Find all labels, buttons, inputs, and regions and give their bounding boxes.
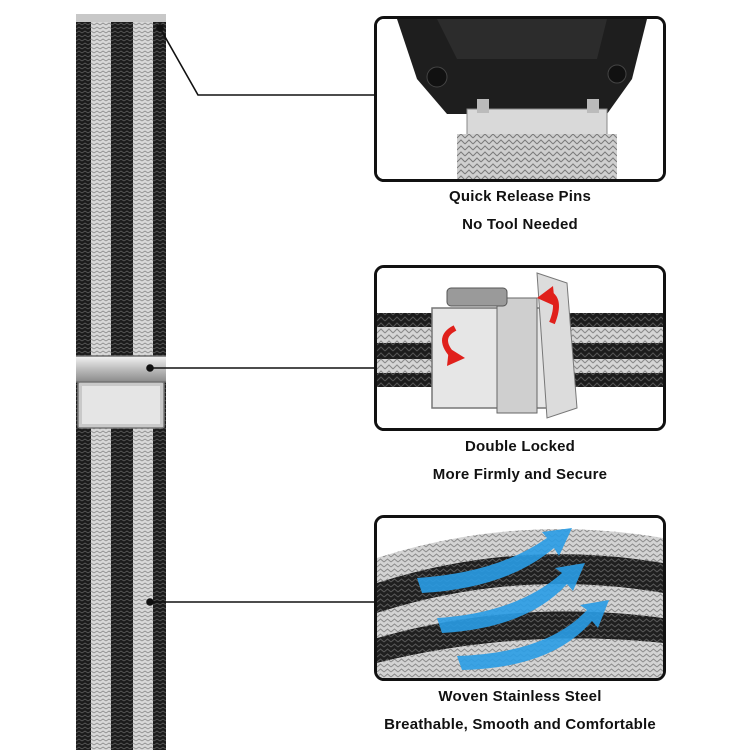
quick-release-photo — [377, 19, 663, 179]
panel-woven-steel — [374, 515, 666, 681]
feature-title-3: Woven Stainless Steel — [438, 688, 602, 705]
feature-subtitle-2: More Firmly and Secure — [432, 466, 608, 483]
panel-double-locked — [374, 265, 666, 431]
feature-subtitle-3: Breathable, Smooth and Comfortable — [384, 716, 656, 733]
feature-subtitle-1: No Tool Needed — [462, 216, 578, 233]
double-locked-photo — [377, 268, 663, 428]
woven-mesh-photo — [377, 518, 663, 678]
buckle-clasp — [76, 355, 166, 429]
feature-title-1: Quick Release Pins — [448, 188, 591, 205]
mesh-watch-strap — [76, 14, 166, 750]
panel-quick-release — [374, 16, 666, 182]
feature-title-2: Double Locked — [464, 438, 576, 455]
